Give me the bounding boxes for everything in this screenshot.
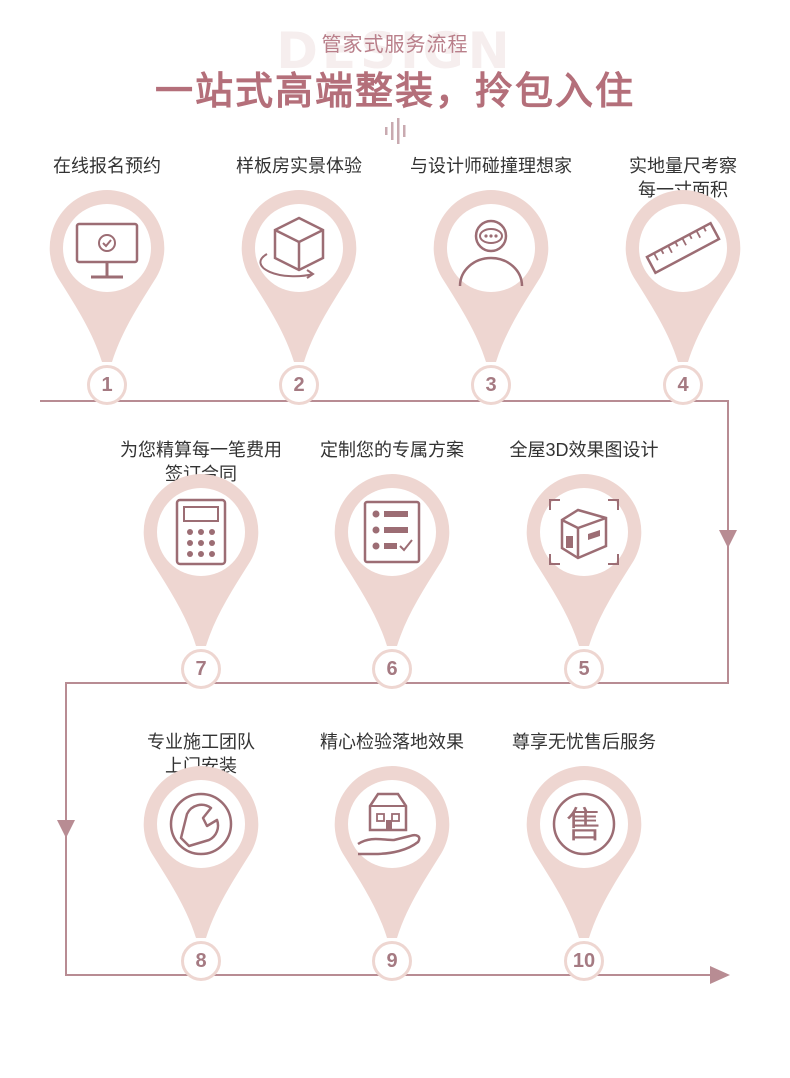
pin-marker [143,474,259,646]
step-number-badge: 8 [181,941,221,981]
watermark-text: DESIGN [276,22,514,80]
step-number: 10 [572,950,596,972]
step-label-line: 实地量尺考察 [629,156,737,176]
step-number: 2 [293,374,305,396]
calculator-icon [175,498,227,566]
pin-marker [241,190,357,362]
step-number: 3 [485,374,497,396]
header: DESIGN 管家式服务流程 一站式高端整装，拎包入住 [0,0,790,150]
pin-marker [526,474,642,646]
page-subtitle: 管家式服务流程 [321,34,469,56]
step-number: 7 [195,658,207,680]
step-number-badge: 2 [279,365,319,405]
process-step-1: 在线报名预约 1 [27,154,187,414]
step-number: 6 [386,658,398,680]
pin-marker [625,190,741,362]
step-number: 5 [578,658,590,680]
step-number-badge: 7 [181,649,221,689]
step-label-line: 与设计师碰撞理想家 [410,156,572,176]
process-step-4: 实地量尺考察每一寸面积 4 [603,154,763,414]
step-number: 1 [101,374,113,396]
process-step-8: 专业施工团队上门安装 8 [121,730,281,990]
monitor-check-icon [75,222,139,279]
process-step-7: 为您精算每一笔费用签订合同 7 [120,438,282,698]
step-label-line: 为您精算每一笔费用 [120,440,282,460]
pin-marker [143,766,259,938]
designer-chat-icon [458,219,524,287]
step-number: 9 [386,950,398,972]
pin-marker: 售 [526,766,642,938]
process-step-3: 与设计师碰撞理想家 3 [410,154,572,414]
page-title: 一站式高端整装，拎包入住 [154,71,635,113]
step-number: 8 [195,950,207,972]
3d-house-icon [549,499,619,565]
step-number: 4 [677,374,689,396]
step-number-badge: 6 [372,649,412,689]
step-number-badge: 9 [372,941,412,981]
step-number-badge: 4 [663,365,703,405]
step-label-line: 在线报名预约 [53,156,161,176]
sound-wave-icon [385,118,406,144]
step-number-badge: 3 [471,365,511,405]
step-label: 定制您的专属方案 [272,438,512,462]
checklist-icon [363,500,421,564]
pin-marker [334,474,450,646]
process-step-9: 精心检验落地效果 9 [312,730,472,990]
step-label-line: 全屋3D效果图设计 [509,440,659,460]
step-label-line: 精心检验落地效果 [320,732,464,752]
shou-character-icon: 售 [552,792,616,856]
step-label: 尊享无忧售后服务 [464,730,704,754]
wrench-icon [169,792,233,856]
step-number-badge: 5 [564,649,604,689]
step-number-badge: 1 [87,365,127,405]
step-label: 全屋3D效果图设计 [464,438,704,462]
step-label: 在线报名预约 [0,154,227,178]
pin-marker [334,766,450,938]
pin-marker [49,190,165,362]
step-label: 与设计师碰撞理想家 [371,154,611,178]
step-label-line: 尊享无忧售后服务 [512,732,656,752]
after-sales-char: 售 [566,805,602,846]
ruler-icon [645,221,721,275]
process-step-10: 尊享无忧售后服务 售 10 [504,730,664,990]
process-step-5: 全屋3D效果图设计 5 [504,438,664,698]
step-number-badge: 10 [564,941,604,981]
step-label-line: 专业施工团队 [147,732,255,752]
house-hand-icon [357,792,421,856]
step-label: 精心检验落地效果 [272,730,512,754]
process-step-6: 定制您的专属方案 6 [312,438,472,698]
step-label-line: 定制您的专属方案 [320,440,464,460]
pin-marker [433,190,549,362]
cube-rotate-icon [259,216,325,279]
step-label: 样板房实景体验 [179,154,419,178]
step-label-line: 样板房实景体验 [236,156,362,176]
process-step-2: 样板房实景体验 2 [219,154,379,414]
